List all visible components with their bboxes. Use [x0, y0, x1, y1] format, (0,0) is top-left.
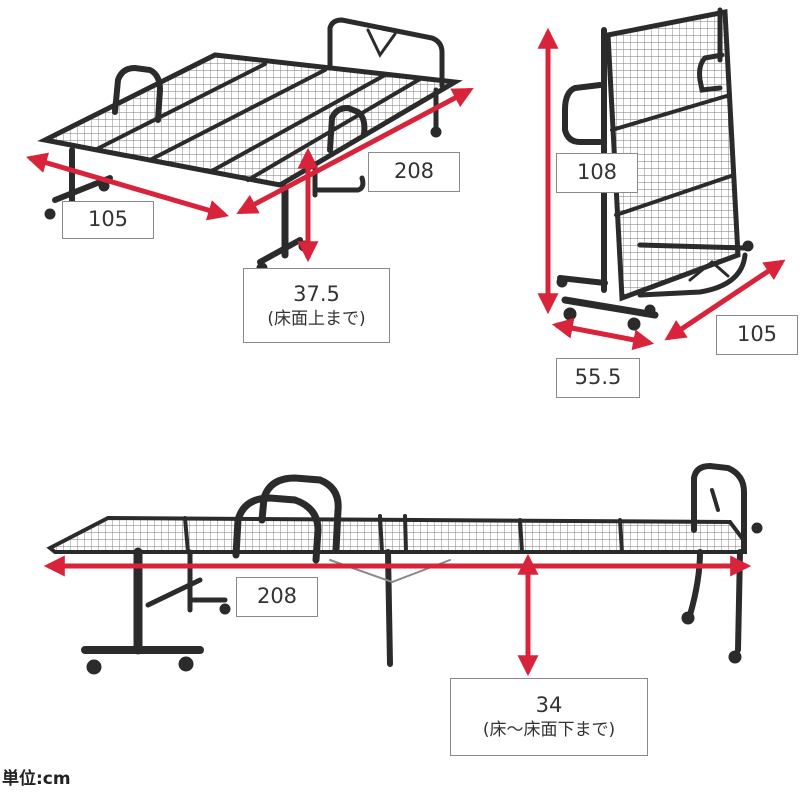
- arrow-width-105-folded: [664, 259, 786, 341]
- open-width-value: 105: [87, 207, 129, 232]
- label-folded-depth: 55.5: [556, 358, 640, 398]
- arrow-length-208-open: [236, 87, 474, 215]
- label-side-length: 208: [236, 577, 318, 617]
- side-height-note: (床～床面下まで): [482, 720, 616, 741]
- side-length-value: 208: [256, 584, 298, 609]
- open-length-value: 208: [393, 159, 435, 184]
- label-open-length: 208: [368, 152, 460, 192]
- open-height-value: 37.5: [293, 281, 340, 306]
- unit-label: 単位:cm: [2, 769, 71, 789]
- folded-depth-value: 55.5: [574, 365, 622, 390]
- label-folded-width: 105: [716, 315, 798, 355]
- folded-width-value: 105: [736, 322, 778, 347]
- label-open-width: 105: [62, 201, 154, 239]
- arrow-width-105-open: [25, 152, 230, 221]
- open-height-note: (床面上まで): [267, 308, 366, 329]
- folded-height-value: 108: [576, 160, 618, 185]
- side-view-illustration: [46, 462, 763, 675]
- arrow-depth-55-5: [551, 317, 655, 351]
- label-folded-height: 108: [556, 153, 638, 193]
- dimension-arrows: [25, 27, 786, 677]
- label-open-height: 37.5 (床面上まで): [243, 268, 390, 343]
- side-height-value: 34: [535, 693, 563, 718]
- label-side-height: 34 (床～床面下まで): [450, 678, 648, 756]
